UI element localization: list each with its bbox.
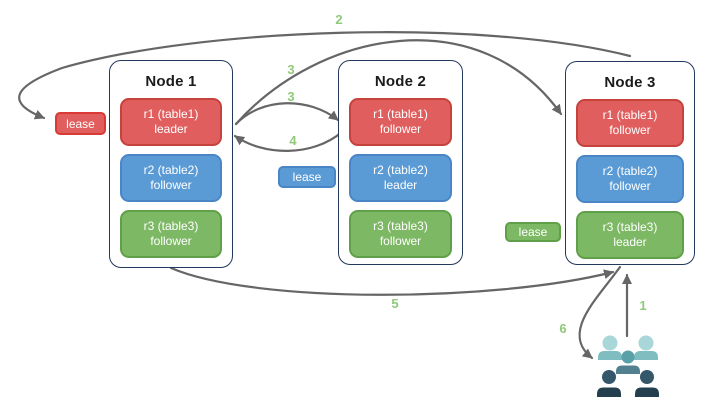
arrow-step-5-forward — [169, 266, 615, 296]
node-3-title: Node 3 — [604, 74, 656, 91]
node-2-replica-r2: r2 (table2) leader — [349, 154, 452, 202]
node-3-replica-r1: r1 (table1) follower — [576, 99, 684, 147]
replica-role: leader — [613, 235, 647, 249]
step-label-2: 2 — [335, 12, 343, 27]
step-label-5: 5 — [391, 296, 399, 311]
node-3-replica-r2: r2 (table2) follower — [576, 155, 684, 203]
arrow-step-3-replicate-node2 — [234, 102, 340, 126]
lease-badge-table1: lease — [55, 112, 106, 135]
node-1-replica-r3: r3 (table3) follower — [120, 210, 222, 258]
replica-name: r2 (table2) — [143, 162, 199, 177]
node-1-replica-r2: r2 (table2) follower — [120, 154, 222, 202]
replica-role: leader — [383, 178, 418, 192]
step-label-3b: 3 — [287, 89, 295, 104]
replica-name: r2 (table2) — [373, 162, 428, 177]
replica-role: leader — [154, 122, 188, 136]
replica-role: follower — [379, 234, 422, 248]
step-label-3a: 3 — [287, 62, 295, 77]
node-1: Node 1 r1 (table1) leader r2 (table2) fo… — [109, 60, 233, 268]
replica-name: r2 (table2) — [602, 163, 658, 178]
replica-name: r3 (table3) — [143, 218, 199, 233]
step-label-1: 1 — [639, 298, 647, 313]
node-2-title: Node 2 — [374, 73, 427, 90]
lease-badge-table3: lease — [505, 222, 561, 242]
step-label-4: 4 — [289, 133, 297, 148]
replica-role: follower — [150, 178, 192, 192]
node-2: Node 2 r1 (table1) follower r2 (table2) … — [338, 60, 463, 265]
replica-name: r3 (table3) — [602, 219, 658, 234]
step-label-6: 6 — [559, 321, 567, 336]
node-2-replica-r1: r1 (table1) follower — [349, 98, 452, 146]
node-3-replica-r3: r3 (table3) leader — [576, 211, 684, 259]
replica-name: r3 (table3) — [373, 218, 428, 233]
node-2-replica-r3: r3 (table3) follower — [349, 210, 452, 258]
node-1-title: Node 1 — [145, 73, 197, 90]
users-group-icon — [597, 335, 659, 397]
lease-badge-table2: lease — [278, 166, 336, 188]
replica-role: follower — [150, 234, 192, 248]
replica-role: follower — [609, 123, 651, 137]
replica-role: follower — [609, 179, 651, 193]
node-1-replica-r1: r1 (table1) leader — [120, 98, 222, 146]
replica-name: r1 (table1) — [602, 107, 658, 122]
node-3: Node 3 r1 (table1) follower r2 (table2) … — [565, 61, 695, 265]
replica-role: follower — [379, 122, 422, 136]
replica-name: r1 (table1) — [373, 106, 428, 121]
replica-name: r1 (table1) — [143, 106, 199, 121]
